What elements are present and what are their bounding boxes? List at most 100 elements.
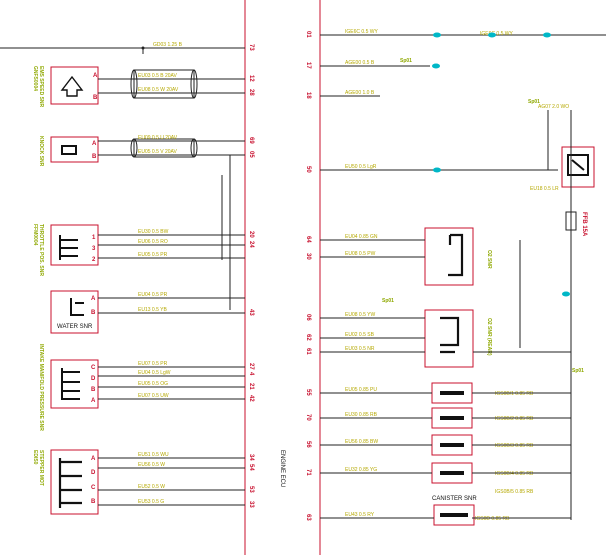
sensor-symbol-icon: [60, 75, 84, 97]
sensor-name: KNOCK SNR: [38, 136, 44, 167]
ecu-pin: 53: [248, 486, 254, 493]
shield-cylinder: [130, 69, 198, 99]
ecu-pin: 34: [248, 454, 254, 461]
wire-label: EU56 0.5 W: [138, 462, 165, 468]
pin-label: C: [91, 365, 96, 371]
pin-label: B: [91, 387, 96, 393]
wire-label: EU05 0.5 V 20AV: [138, 149, 177, 155]
pin-label: A: [93, 73, 98, 79]
sensor-name: STEPPER MOT: [38, 450, 44, 486]
inline-connector: [433, 32, 441, 38]
wire-label: EU08 0.5 PW: [345, 251, 376, 257]
pin-label: D: [91, 470, 96, 476]
side-label: IGS0B/2 0.85 RB: [495, 416, 534, 422]
sensor-ems-speed: A B EMS SPEED SNR GNFS0004: [32, 66, 99, 108]
pin-label: B: [91, 499, 96, 505]
ecu-pin: 43: [248, 309, 254, 316]
ecu-pin: 01: [305, 31, 311, 38]
ecu-pin: 12: [248, 75, 254, 82]
pin-label: B: [92, 154, 97, 160]
wire-label: EU05 0.5 OG: [138, 381, 168, 387]
wire-left: EU56 0.5 W 54: [98, 462, 254, 471]
sensor-symbol-icon: [440, 316, 460, 354]
sensor-throttle-pos: 1 3 2 THROTTLE POS. SNR FFM0004: [32, 224, 99, 276]
wire-left: EU05 0.5 V 20AV 05: [98, 149, 254, 158]
ecu-pin: 05: [248, 151, 254, 158]
connector-box: [50, 66, 99, 105]
pin-label: C: [91, 485, 96, 491]
wire-label: EU43 0.5 RY: [345, 512, 375, 518]
wire-label: EU06 0.5 RO: [138, 239, 168, 245]
side-label: IGE6C 0.5 WY: [480, 31, 513, 37]
sensor-symbol-icon: [448, 233, 464, 277]
wire-label: EU30 0.5 BW: [138, 229, 169, 235]
connector-box: [433, 504, 475, 526]
pin-label: A: [92, 141, 97, 147]
sensor-symbol-icon: [61, 145, 77, 155]
ecu-pin: 17: [305, 62, 311, 69]
sensor-part: GNFS0004: [32, 66, 38, 91]
wire-left: EU13 0.5 YB 43: [98, 307, 254, 316]
wire-label: EU05 0.85 PU: [345, 387, 377, 393]
sensor-stepper-mot: A D C B STEPPER MOT EDIS0: [32, 449, 99, 515]
pin-label: 2: [92, 257, 96, 263]
connector-box: [50, 359, 99, 409]
wire-right: EU08 0.5 YW 06: [305, 312, 425, 321]
ecu-pin: 54: [248, 464, 254, 471]
side-label: AG07 2.0 WO: [538, 104, 569, 110]
device-name: O2 SNR: [486, 250, 492, 269]
side-label: EU18 0.5 LR: [530, 186, 559, 192]
ecu-pin: 64: [305, 236, 311, 243]
wire-label: EU08 0.5 W 20AV: [138, 87, 179, 93]
injector-stack: [431, 382, 473, 484]
pin-label: B: [93, 95, 98, 101]
splice-label: Sp01: [528, 99, 540, 105]
wire-label: EU50 0.5 LgR: [345, 164, 377, 170]
wire-label: EU08 0.5 YW: [345, 312, 375, 318]
inline-connector: [488, 32, 496, 38]
ecu-pin: 42: [248, 395, 254, 402]
wire-label: EU05 0.5 PR: [138, 252, 168, 258]
ecu-pin: 18: [305, 92, 311, 99]
wire-label: EU03 0.5 NR: [345, 346, 375, 352]
sensor-name: EMS SPEED SNR: [38, 66, 44, 108]
ecu-pin: 33: [248, 501, 254, 508]
splice-label: Sp01: [572, 368, 584, 374]
wire-right: AGE00 1.0 B18: [305, 90, 380, 99]
wire-right: IGE6C 0.5 WY 01: [305, 29, 606, 38]
wire-label: EU56 0.85 BW: [345, 439, 378, 445]
splice-label: Sp01: [400, 58, 412, 64]
wire-label: EU03 0.5 B 20AV: [138, 73, 177, 79]
ecu-pin: 69: [248, 137, 254, 144]
wire-label: EU02 0.5 SB: [345, 332, 375, 338]
wire-label: EU13 0.5 YB: [138, 307, 167, 313]
device-fuse: FFB 15A: [565, 211, 587, 237]
pin-label: A: [91, 296, 96, 302]
ecu-pin: 4: [248, 372, 254, 376]
ecu-pin: 06: [305, 314, 311, 321]
wire-right: EU05 0.85 PU 55: [305, 387, 432, 396]
sensor-name: THROTTLE POS. SNR: [38, 224, 44, 276]
ecu-pin: 56: [305, 441, 311, 448]
pin-label: D: [91, 376, 96, 382]
inline-connector: [432, 63, 440, 69]
pin-label: A: [91, 456, 96, 462]
ecu-pin: 55: [305, 389, 311, 396]
